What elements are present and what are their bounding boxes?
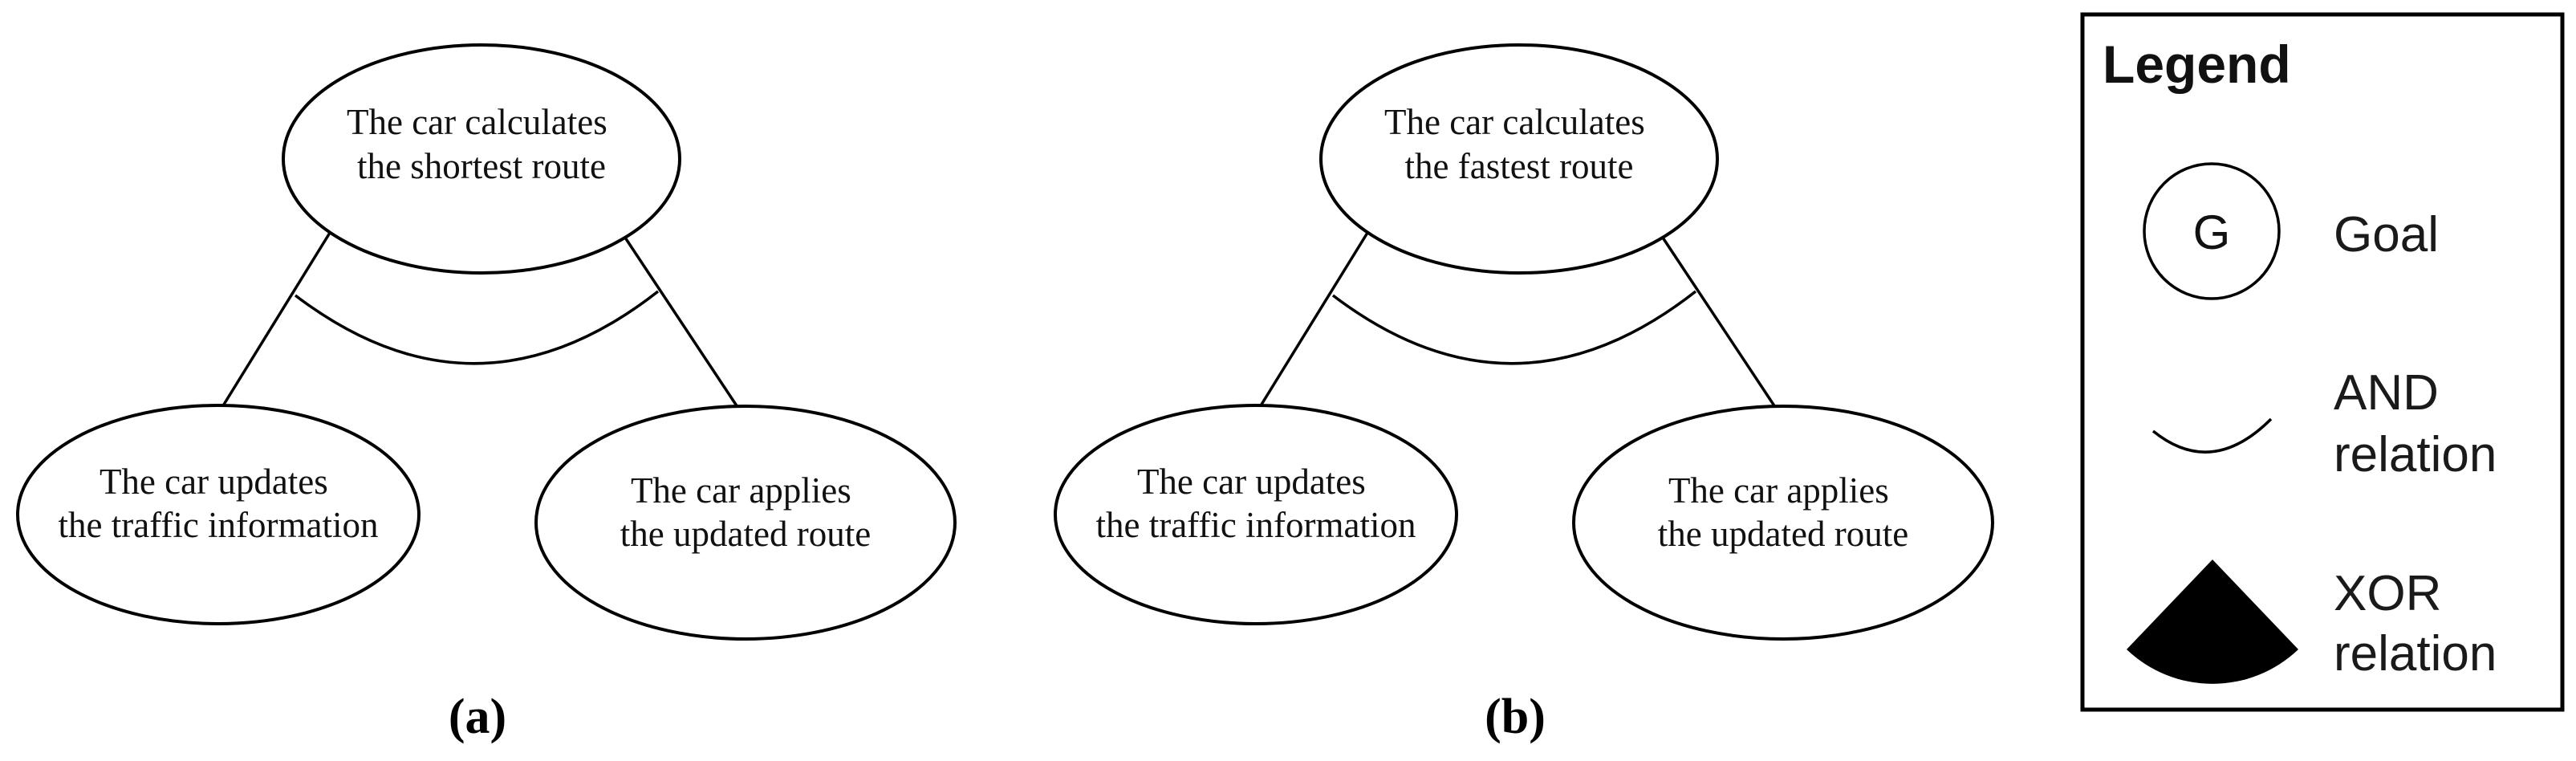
- edge-root-to-right-b: [1661, 237, 1777, 408]
- legend-item-goal: G Goal: [2143, 162, 2439, 300]
- edge-root-to-left-a: [221, 232, 331, 408]
- caption-a: (a): [449, 690, 506, 744]
- goal-circle-icon: [2143, 162, 2281, 300]
- and-relation-arc-b: [1331, 290, 1697, 365]
- diagram-a: The car calculates the shortest route Th…: [16, 43, 957, 744]
- xor-sector-icon: [2127, 560, 2298, 684]
- goal-circle-letter: G: [2193, 206, 2231, 259]
- goal-ellipse-root-a: [282, 43, 681, 275]
- legend-label-and: AND relation: [2334, 365, 2497, 482]
- goal-text-left-b: The car updates the traffic information: [1095, 462, 1416, 545]
- goal-text-root-a: The car calculates the shortest route: [347, 102, 616, 186]
- goal-ellipse-left-a: [16, 404, 421, 625]
- goal-ellipse-left-b: [1054, 404, 1458, 625]
- and-relation-arc-a: [294, 290, 660, 365]
- goal-text-left-a: The car updates the traffic information: [58, 462, 378, 545]
- goal-ellipse-right-a: [534, 405, 957, 641]
- and-arc-icon: [2151, 417, 2273, 454]
- goal-text-root-b: The car calculates the fastest route: [1384, 102, 1654, 186]
- goal-ellipse-right-b: [1572, 405, 1994, 641]
- goal-text-right-a: The car applies the updated route: [620, 470, 871, 554]
- caption-b: (b): [1485, 690, 1546, 744]
- legend-title: Legend: [2103, 35, 2291, 94]
- edge-root-to-right-a: [624, 237, 739, 408]
- legend-item-xor: XOR relation: [2127, 560, 2497, 684]
- legend-box: [2080, 12, 2565, 712]
- goal-text-right-b: The car applies the updated route: [1658, 470, 1908, 554]
- legend-label-goal: Goal: [2334, 207, 2439, 262]
- goal-ellipse-root-b: [1319, 43, 1719, 275]
- legend-item-and: AND relation: [2151, 365, 2497, 482]
- edge-root-to-left-b: [1258, 232, 1369, 408]
- legend-label-xor: XOR relation: [2334, 566, 2497, 682]
- diagram-b: The car calculates the fastest route The…: [1054, 43, 1994, 744]
- legend: Legend G Goal AND relation XOR: [2080, 12, 2565, 712]
